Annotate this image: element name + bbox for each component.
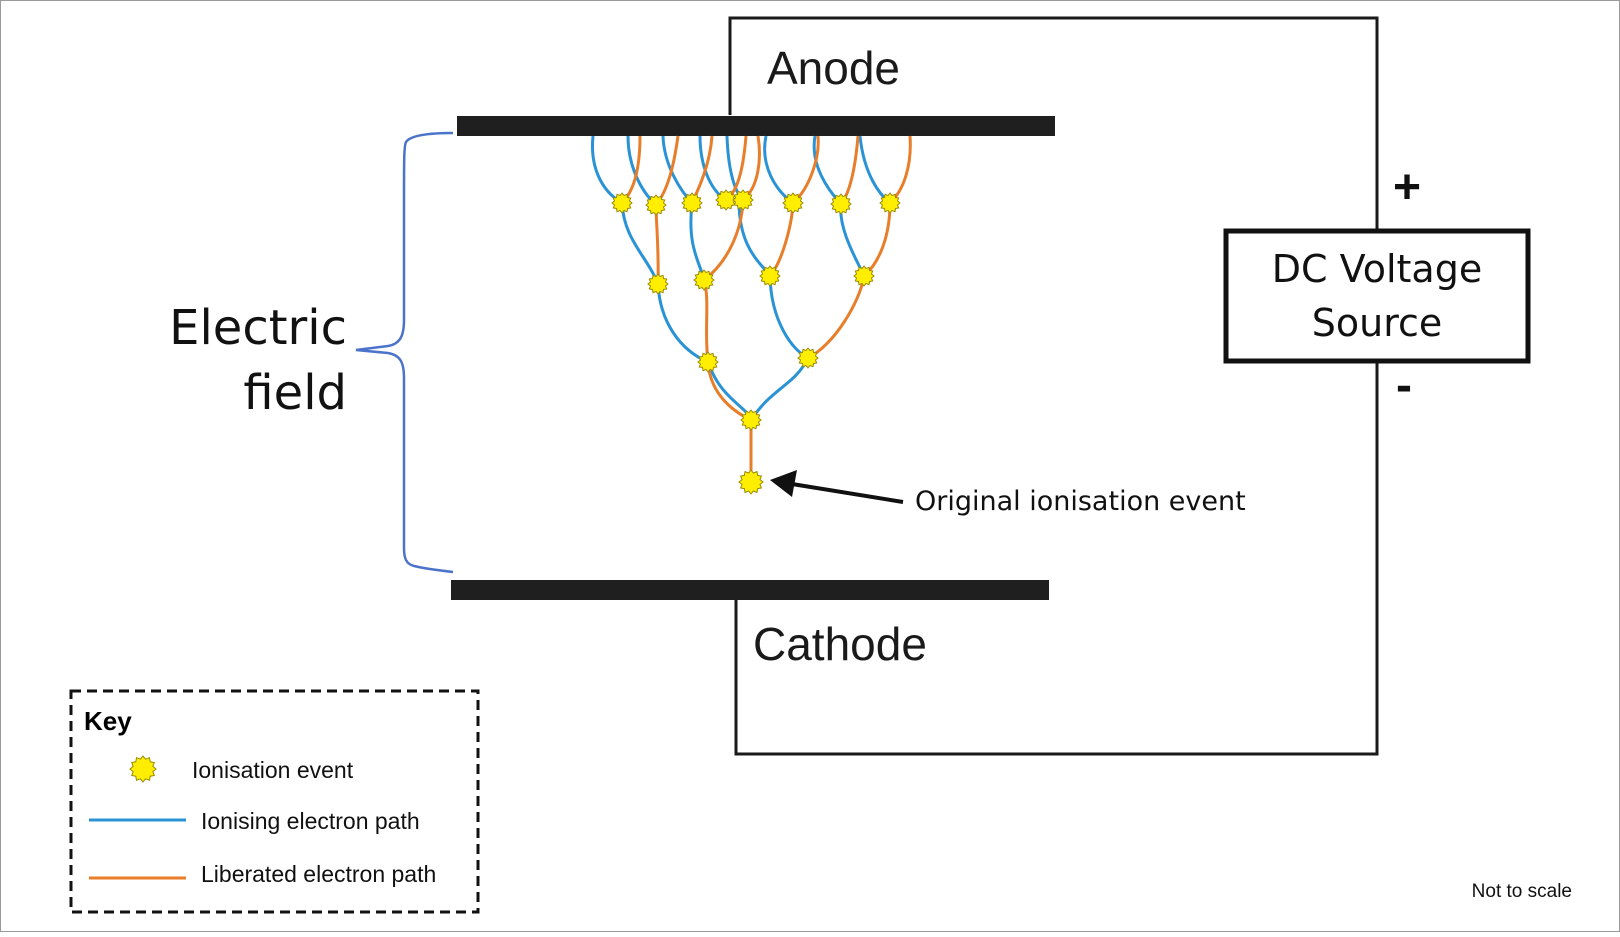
- source-label-line1: DC Voltage: [1272, 247, 1482, 291]
- anode-label: Anode: [767, 42, 900, 94]
- cathode-label: Cathode: [753, 618, 927, 670]
- liberated-electron-paths: [620, 135, 912, 482]
- circuit-wire-bottom: [734, 362, 1379, 756]
- electric-field-label-line1: Electric: [169, 300, 347, 356]
- original-ionisation-event-marker: [738, 469, 764, 495]
- electric-field-label-line2: field: [243, 365, 347, 421]
- electric-field-brace: [355, 131, 454, 574]
- ionisation-event-marker: [645, 194, 667, 216]
- key-label-liberated-path: Liberated electron path: [201, 861, 436, 887]
- ionisation-event-marker: [879, 192, 901, 214]
- circuit-wire-top: [728, 16, 1379, 230]
- key-ionisation-event-swatch: [129, 755, 157, 783]
- ionisation-event-marker: [759, 265, 781, 287]
- ionisation-event-marker: [830, 193, 852, 215]
- ionisation-event-marker: [697, 351, 719, 373]
- cathode-plate: [451, 580, 1049, 600]
- minus-sign: -: [1396, 359, 1412, 412]
- ionisation-event-marker: [853, 265, 875, 287]
- ionisation-event-marker: [681, 192, 703, 214]
- ionisation-event-marker: [740, 409, 762, 431]
- ionisation-event-marker: [732, 189, 754, 211]
- ionisation-event-marker: [647, 273, 669, 295]
- dc-voltage-source-box: [1223, 228, 1531, 364]
- key-label-ionisation-event: Ionisation event: [192, 757, 354, 783]
- ionisation-events: [611, 189, 901, 495]
- source-label-line2: Source: [1312, 301, 1443, 345]
- ionising-electron-paths: [590, 135, 891, 421]
- key-box: [69, 689, 480, 914]
- key-label-ionising-path: Ionising electron path: [201, 808, 420, 834]
- ionisation-event-marker: [693, 269, 715, 291]
- ionisation-event-marker: [782, 192, 804, 214]
- anode-plate: [457, 116, 1055, 136]
- key-ionisation-event-icon: [129, 755, 157, 783]
- key-title: Key: [84, 706, 132, 736]
- original-ionisation-annotation: Original ionisation event: [915, 486, 1246, 517]
- annotation-arrow-head: [770, 470, 797, 497]
- annotation-arrow-line: [791, 482, 904, 504]
- ionisation-event-marker: [797, 347, 819, 369]
- ionisation-event-marker: [715, 189, 737, 211]
- ionisation-event-marker: [611, 192, 633, 214]
- plus-sign: +: [1393, 161, 1421, 214]
- not-to-scale-note: Not to scale: [1472, 881, 1572, 902]
